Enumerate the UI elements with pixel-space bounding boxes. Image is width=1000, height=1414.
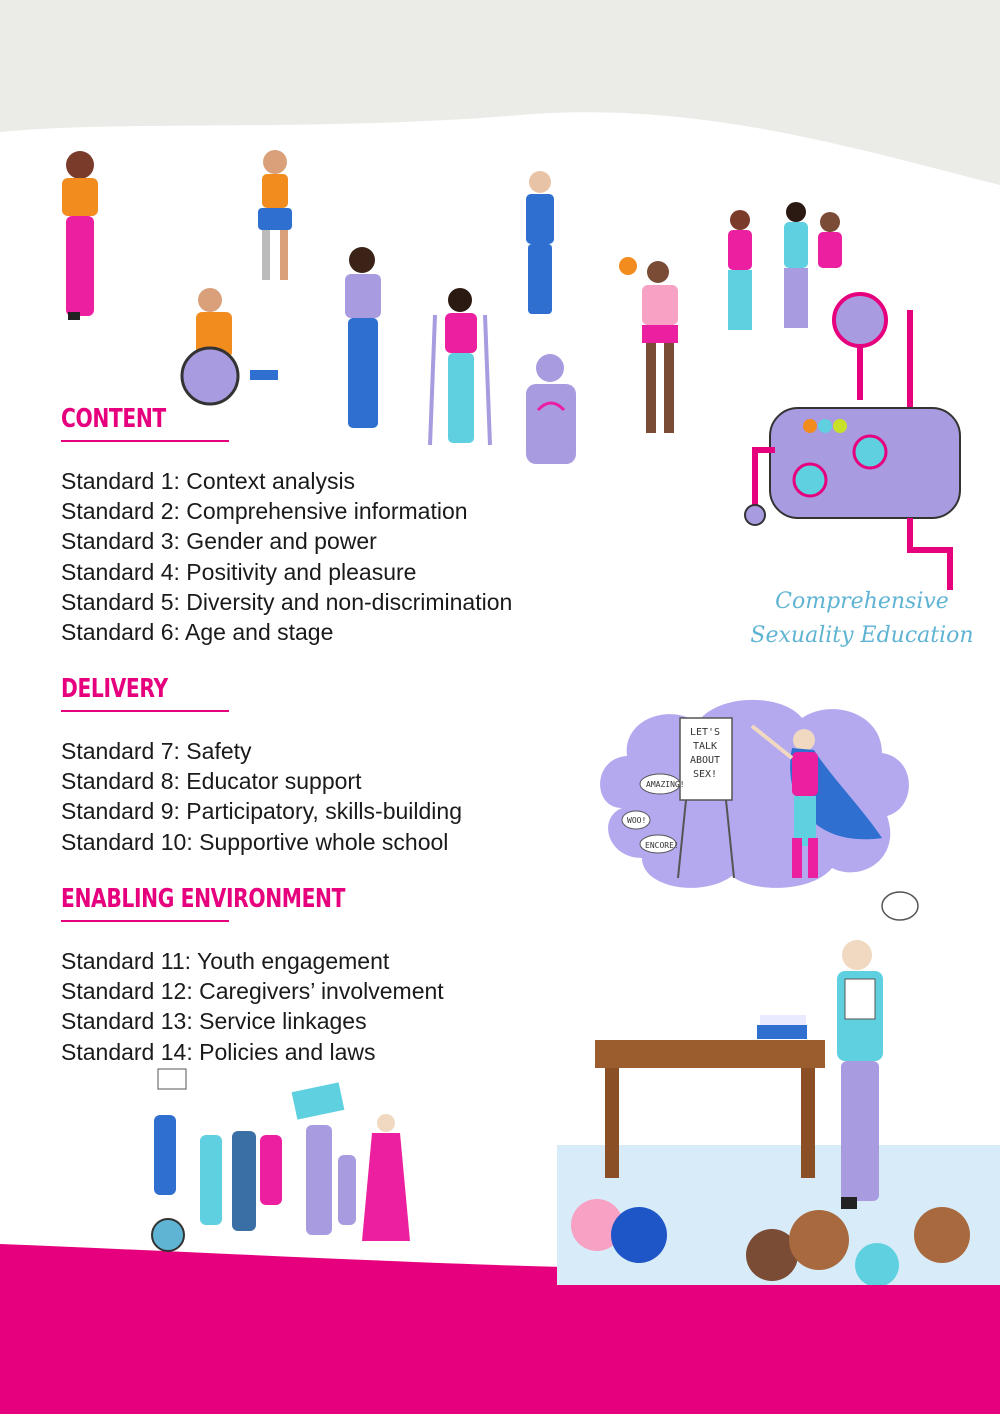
person-figure (62, 151, 98, 320)
section-heading: CONTENT (61, 404, 166, 434)
wheelchair-user-figure (526, 354, 576, 464)
section-delivery: DELIVERY Standard 7: Safety Standard 8: … (61, 674, 462, 857)
teacher-figure (837, 940, 883, 1209)
speech-bubble-text: WOO! (627, 816, 647, 825)
cse-caption-line: Comprehensive (775, 589, 949, 614)
thought-bubble-small (881, 891, 919, 921)
section-heading: ENABLING ENVIRONMENT (61, 884, 346, 914)
standard-item: Standard 7: Safety (61, 738, 252, 764)
heading-rule (61, 920, 229, 922)
section-content: CONTENT Standard 1: Context analysis Sta… (61, 404, 512, 647)
thought-cloud (600, 699, 909, 888)
standard-item: Standard 14: Policies and laws (61, 1038, 376, 1065)
protest-sign (157, 1068, 187, 1090)
person-figure-with-crutches (428, 288, 492, 446)
standards-list: Standard 11: Youth engagement Standard 1… (61, 946, 444, 1067)
teddy-bears (571, 1199, 970, 1285)
standard-item: Standard 11: Youth engagement (61, 948, 390, 974)
standard-item: Standard 5: Diversity and non-discrimina… (61, 588, 513, 615)
standard-item: Standard 13: Service linkages (61, 1008, 367, 1035)
standard-item: Standard 6: Age and stage (61, 619, 334, 646)
heading-rule (61, 440, 229, 442)
speech-bubble-text: ENCORE! (645, 841, 679, 850)
standard-item: Standard 12: Caregivers’ involvement (61, 978, 444, 1005)
standards-list: Standard 1: Context analysis Standard 2:… (61, 466, 512, 647)
person-figure-with-basketball (619, 257, 678, 433)
flip-chart-text: LET'S TALK ABOUT SEX! (689, 727, 721, 780)
standard-item: Standard 4: Positivity and pleasure (61, 558, 417, 585)
wheelchair-user-figure (180, 288, 278, 406)
superhero-teacher-figure (750, 724, 882, 878)
diverse-youth-illustration (62, 150, 678, 464)
standards-list: Standard 7: Safety Standard 8: Educator … (61, 736, 462, 857)
bottom-wave-band (0, 1244, 1000, 1414)
machine-gauge (832, 292, 888, 348)
standard-item: Standard 3: Gender and power (61, 528, 377, 555)
person-figure (345, 247, 381, 428)
speech-bubble-text: AMAZING! (646, 780, 685, 789)
standard-item: Standard 10: Supportive whole school (61, 828, 449, 855)
cse-caption: Comprehensive Sexuality Education (742, 585, 982, 653)
standard-item: Standard 9: Participatory, skills-buildi… (61, 798, 462, 825)
section-enabling-environment: ENABLING ENVIRONMENT Standard 11: Youth … (61, 884, 444, 1067)
marchers (151, 1114, 410, 1252)
cse-machine-illustration (728, 202, 961, 590)
flip-chart (679, 717, 733, 801)
section-heading: DELIVERY (61, 674, 168, 704)
youth-march-illustration (151, 1068, 410, 1252)
desk (595, 1040, 825, 1068)
protest-banner (291, 1082, 345, 1120)
standard-item: Standard 2: Comprehensive information (61, 498, 468, 525)
scientists-figures (728, 202, 842, 330)
classroom-teddy-bears-illustration (557, 940, 1000, 1285)
thought-cloud-illustration (600, 699, 919, 921)
top-wave-band (0, 0, 1000, 185)
person-figure (258, 150, 292, 280)
person-figure (526, 171, 554, 314)
heading-rule (61, 710, 229, 712)
cse-caption-line: Sexuality Education (750, 623, 974, 648)
standard-item: Standard 8: Educator support (61, 768, 362, 795)
standard-item: Standard 1: Context analysis (61, 468, 356, 494)
